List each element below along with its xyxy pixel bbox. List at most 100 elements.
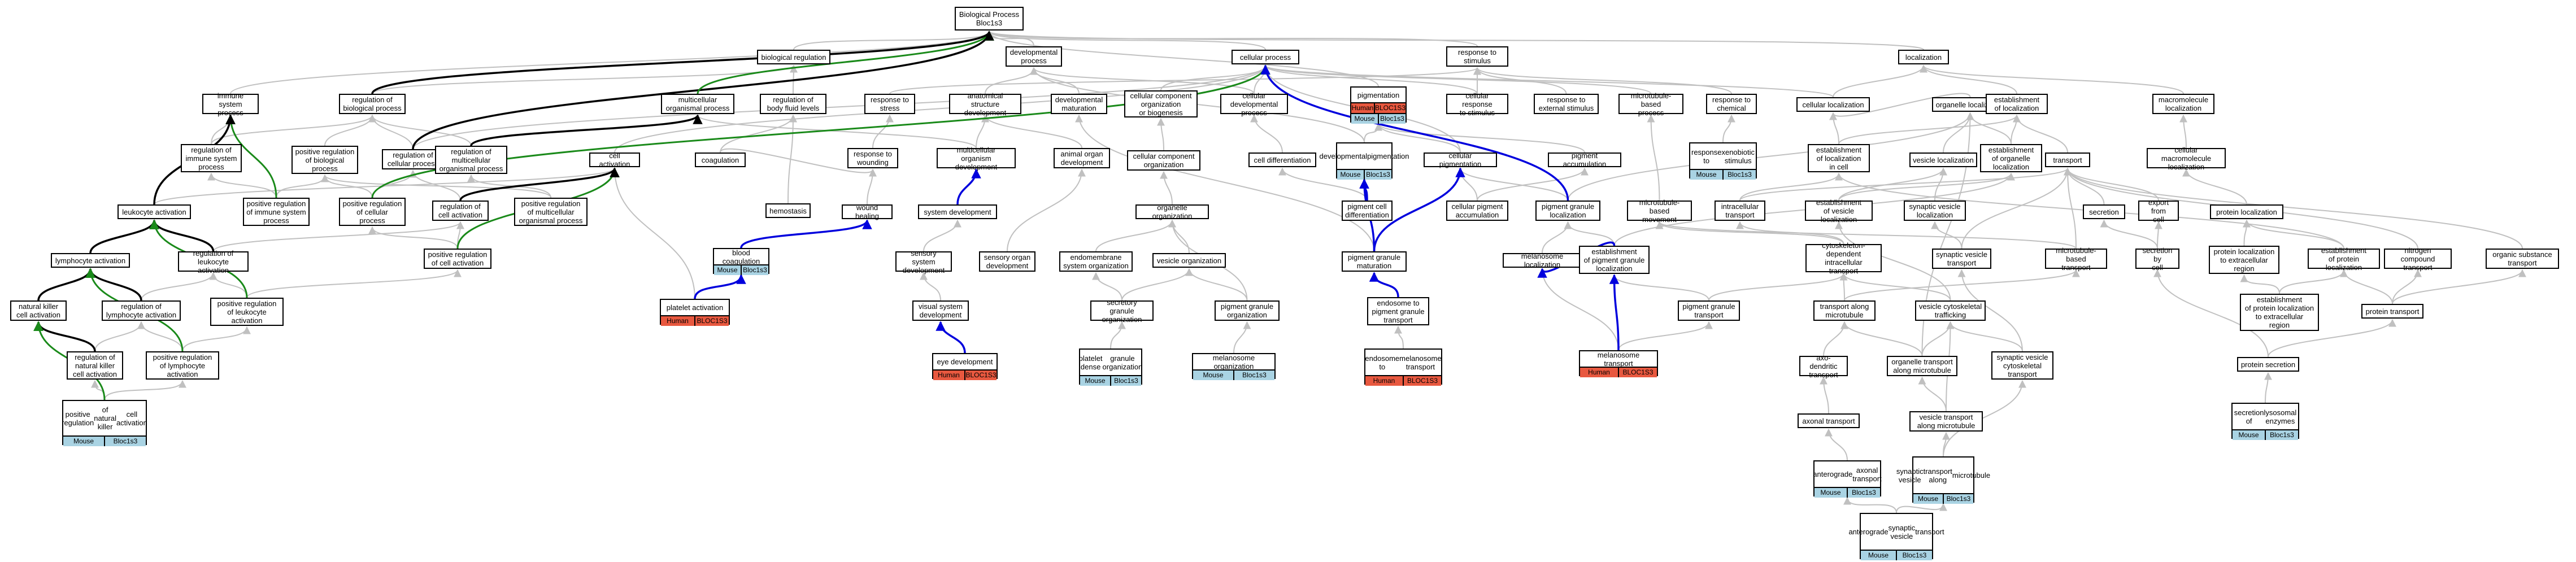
go-term-protsec[interactable]: protein secretion: [2237, 357, 2299, 372]
go-term-vesorg[interactable]: vesicle organization: [1152, 253, 1226, 268]
go-term-melloc[interactable]: melanosome localization: [1503, 252, 1582, 269]
go-term-axonal[interactable]: axonal transport: [1798, 413, 1860, 428]
go-term-coag[interactable]: coagulation: [695, 153, 746, 167]
go-term-prottrans[interactable]: protein transport: [2361, 304, 2423, 319]
go-term-loc[interactable]: localization: [1898, 50, 1949, 64]
go-term-orgorg[interactable]: organelle organization: [1135, 203, 1209, 220]
go-term-cellpig[interactable]: cellular pigmentation: [1424, 151, 1497, 168]
go-term-leukact[interactable]: leukocyte activation: [118, 204, 191, 219]
go-term-cellact[interactable]: cell activation: [589, 151, 640, 168]
go-term-lymph[interactable]: lymphocyte activation: [51, 253, 130, 268]
go-term-breg[interactable]: biological regulation: [757, 50, 830, 64]
go-term-celldiff[interactable]: cell differentiation: [1248, 153, 1316, 167]
go-term-transport[interactable]: transport: [2045, 153, 2090, 167]
go-term-protloc[interactable]: protein localization: [2210, 204, 2283, 219]
go-term-hemo[interactable]: hemostasis: [765, 203, 811, 218]
go-term-cellproc[interactable]: cellular process: [1232, 50, 1299, 64]
go-term-woundh[interactable]: wound healing: [842, 203, 893, 220]
go-term-vesloc[interactable]: vesicle localization: [1909, 153, 1977, 167]
go-term-pigacc[interactable]: pigment accumulation: [1548, 151, 1621, 168]
